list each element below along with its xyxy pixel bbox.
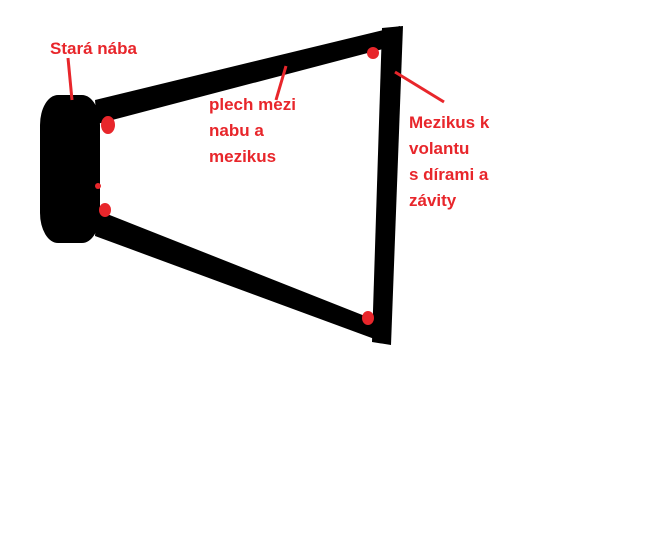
bolt-hole-hub-bottom [99, 203, 111, 217]
label-old-hub: Stará nába [50, 36, 137, 62]
label-steering-adapter: Mezikus k volantu s dírami a závity [409, 110, 489, 214]
adapter-bar [372, 26, 403, 345]
pointer-mezikus [394, 70, 445, 104]
bolt-hole-hub-middle [95, 183, 101, 189]
bolt-hole-hub-top [101, 116, 115, 134]
label-adapter-line-3: s dírami a [409, 165, 489, 184]
label-adapter-line-1: Mezikus k [409, 113, 490, 132]
pointer-stara-naba [66, 57, 74, 101]
plate-top-edge [95, 26, 402, 124]
label-plate-line-3: mezikus [209, 147, 277, 166]
pointer-plech [274, 65, 288, 101]
label-plate: plech mezi nabu a mezikus [209, 92, 296, 170]
label-adapter-line-2: volantu [409, 139, 470, 158]
bolt-hole-adapter-top [367, 47, 379, 59]
old-hub-shape [40, 95, 100, 243]
bolt-hole-adapter-bottom [362, 311, 374, 325]
label-adapter-line-4: závity [409, 191, 457, 210]
plate-bottom-edge [95, 210, 388, 344]
label-old-hub-text: Stará nába [50, 39, 137, 58]
label-plate-line-1: plech mezi [209, 95, 296, 114]
label-plate-line-2: nabu a [209, 121, 264, 140]
